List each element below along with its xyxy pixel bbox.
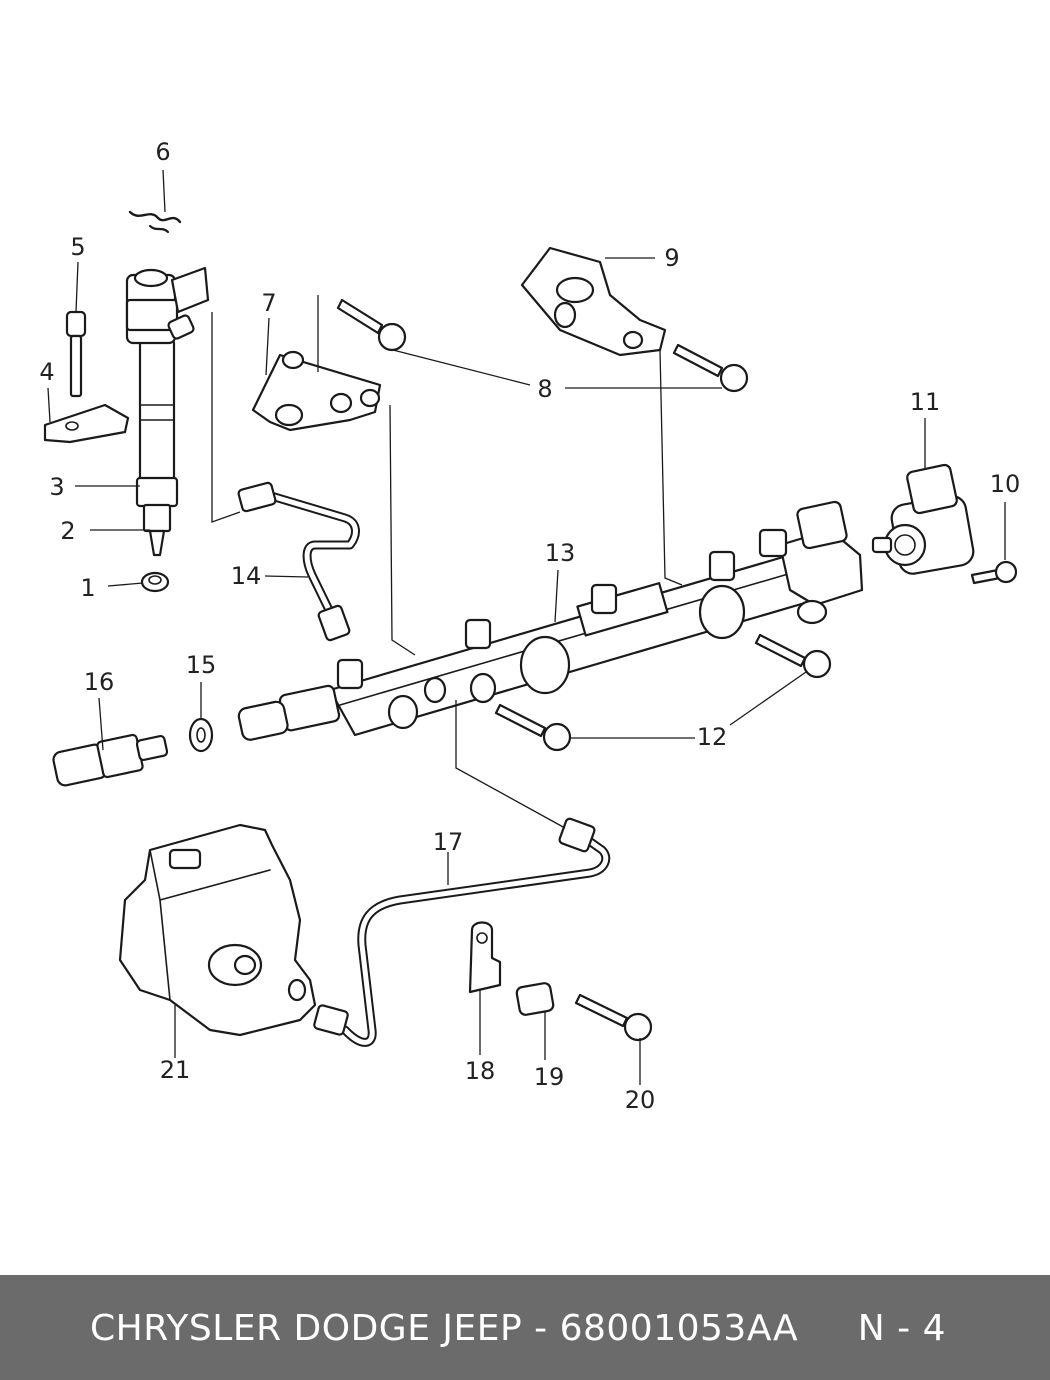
retaining-clip	[128, 210, 182, 234]
callout-16: 16	[84, 668, 115, 696]
injector-seal-washer	[140, 571, 170, 593]
footer-bar	[0, 1275, 1050, 1380]
injector-fuel-line	[237, 481, 360, 642]
callout-17: 17	[433, 828, 464, 856]
callout-14: 14	[231, 562, 262, 590]
callout-1: 1	[80, 574, 95, 602]
line-grommet	[515, 982, 555, 1016]
footer-part-number: CHRYSLER DODGE JEEP - 68001053AA N - 4	[90, 1308, 946, 1349]
callout-19: 19	[534, 1063, 565, 1091]
callout-8: 8	[537, 375, 552, 403]
callout-18: 18	[465, 1057, 496, 1085]
rail-bolt-upper	[754, 633, 832, 679]
clamp-bolt	[65, 310, 87, 398]
callout-21: 21	[160, 1056, 191, 1084]
callout-11: 11	[910, 388, 941, 416]
callout-4: 4	[39, 358, 54, 386]
callout-3: 3	[49, 473, 64, 501]
injector-clamp	[43, 403, 130, 444]
line-support-clip	[468, 921, 502, 994]
regulator-bolt	[970, 560, 1018, 585]
fuel-rail-exploded-diagram: 1 2 3 4 5 6 7 8 9 10 11 12 13 14 15 16 1…	[39, 138, 1020, 1114]
fuel-injector	[125, 266, 210, 557]
rail-bolt-lower	[494, 703, 572, 752]
callout-7: 7	[261, 289, 276, 317]
fuel-rail	[237, 500, 864, 741]
callout-5: 5	[70, 233, 85, 261]
pressure-control-valve	[871, 463, 975, 575]
callout-12: 12	[697, 723, 728, 751]
rail-bracket-right	[520, 246, 667, 357]
bracket-bolt-upper-left	[336, 298, 407, 352]
callout-9: 9	[664, 244, 679, 272]
callout-2: 2	[60, 517, 75, 545]
high-pressure-supply-line	[313, 817, 611, 1047]
clip-bolt	[574, 993, 653, 1042]
sensor-washer	[188, 717, 214, 753]
callout-20: 20	[625, 1086, 656, 1114]
rail-bracket-left	[251, 350, 382, 432]
fuel-pressure-sensor	[52, 733, 169, 787]
leader-lines	[47, 169, 1006, 1085]
callout-6: 6	[155, 138, 170, 166]
bracket-bolt-right	[672, 343, 749, 393]
callout-15: 15	[186, 651, 217, 679]
callout-labels: 1 2 3 4 5 6 7 8 9 10 11 12 13 14 15 16 1…	[39, 138, 1020, 1114]
high-pressure-fuel-pump	[118, 823, 317, 1037]
callout-13: 13	[545, 539, 576, 567]
callout-10: 10	[990, 470, 1021, 498]
